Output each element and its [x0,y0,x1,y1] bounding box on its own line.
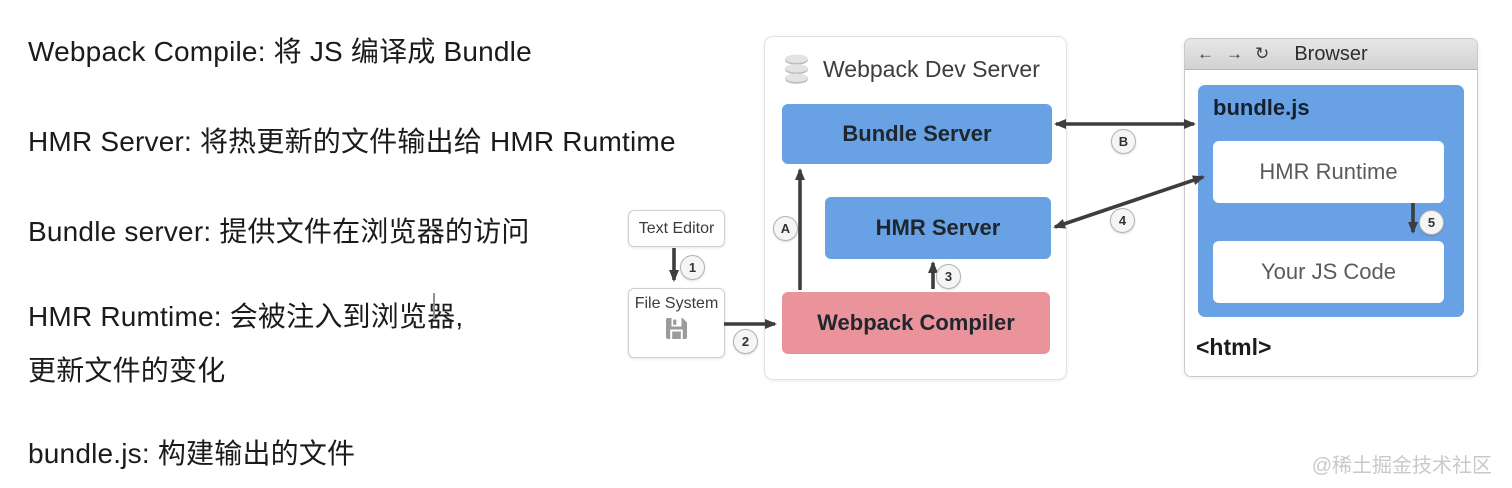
hmr-runtime-label: HMR Runtime [1259,159,1398,184]
bundle-js-panel: bundle.js HMR Runtime Your JS Code [1198,85,1464,317]
step-badge-3: 3 [936,264,961,289]
text-editor-box: Text Editor [628,210,725,247]
your-js-code-label: Your JS Code [1261,259,1396,284]
step-badge-a: A [773,216,798,241]
browser-window: ← → ↻ Browser bundle.js HMR Runtime Your… [1184,38,1478,377]
text-editor-label: Text Editor [638,219,715,237]
bundle-server-label: Bundle Server [842,121,992,146]
back-icon[interactable]: ← [1197,44,1214,63]
step-badge-5: 5 [1419,210,1444,235]
note-hmr-runtime-line1: HMR Rumtime: 会被注入到浏览器, [28,301,464,332]
hmr-server-box: HMR Server [825,197,1051,259]
note-hmr-server: HMR Server: 将热更新的文件输出给 HMR Rumtime [28,126,676,157]
browser-nav-buttons: ← → ↻ [1197,44,1269,64]
note-bundle-server: Bundle server: 提供文件在浏览器的访问 [28,216,530,247]
note-bundle-js: bundle.js: 构建输出的文件 [28,438,356,469]
your-js-code-box: Your JS Code [1213,241,1444,303]
floppy-disk-icon [666,318,687,339]
webpack-dev-server-title: Webpack Dev Server [823,56,1040,82]
bundle-server-box: Bundle Server [782,104,1052,164]
browser-titlebar: ← → ↻ Browser [1185,39,1477,70]
step-badge-1: 1 [680,255,705,280]
webpack-compiler-box: Webpack Compiler [782,292,1050,354]
hmr-runtime-box: HMR Runtime [1213,141,1444,203]
file-system-box: File System [628,288,725,358]
forward-icon[interactable]: → [1226,44,1243,63]
hmr-server-label: HMR Server [875,215,1001,240]
html-tag-label: <html> [1196,334,1272,360]
step-badge-4: 4 [1110,208,1135,233]
bundle-js-label: bundle.js [1213,95,1310,120]
browser-title: Browser [1294,42,1368,65]
refresh-icon[interactable]: ↻ [1255,44,1270,63]
webpack-dev-server-panel: Webpack Dev Server Bundle Server HMR Ser… [764,36,1067,380]
webpack-compiler-label: Webpack Compiler [817,310,1015,335]
step-badge-2: 2 [733,329,758,354]
juejin-watermark: @稀土掘金技术社区 [1311,455,1492,477]
file-system-label: File System [634,295,719,312]
text-cursor [433,293,435,320]
webpack-dev-server-header: Webpack Dev Server [783,53,1040,86]
step-badge-b: B [1111,129,1136,154]
database-stack-icon [785,54,808,84]
note-webpack-compile: Webpack Compile: 将 JS 编译成 Bundle [28,36,532,67]
note-hmr-runtime-line2: 更新文件的变化 [28,355,226,386]
